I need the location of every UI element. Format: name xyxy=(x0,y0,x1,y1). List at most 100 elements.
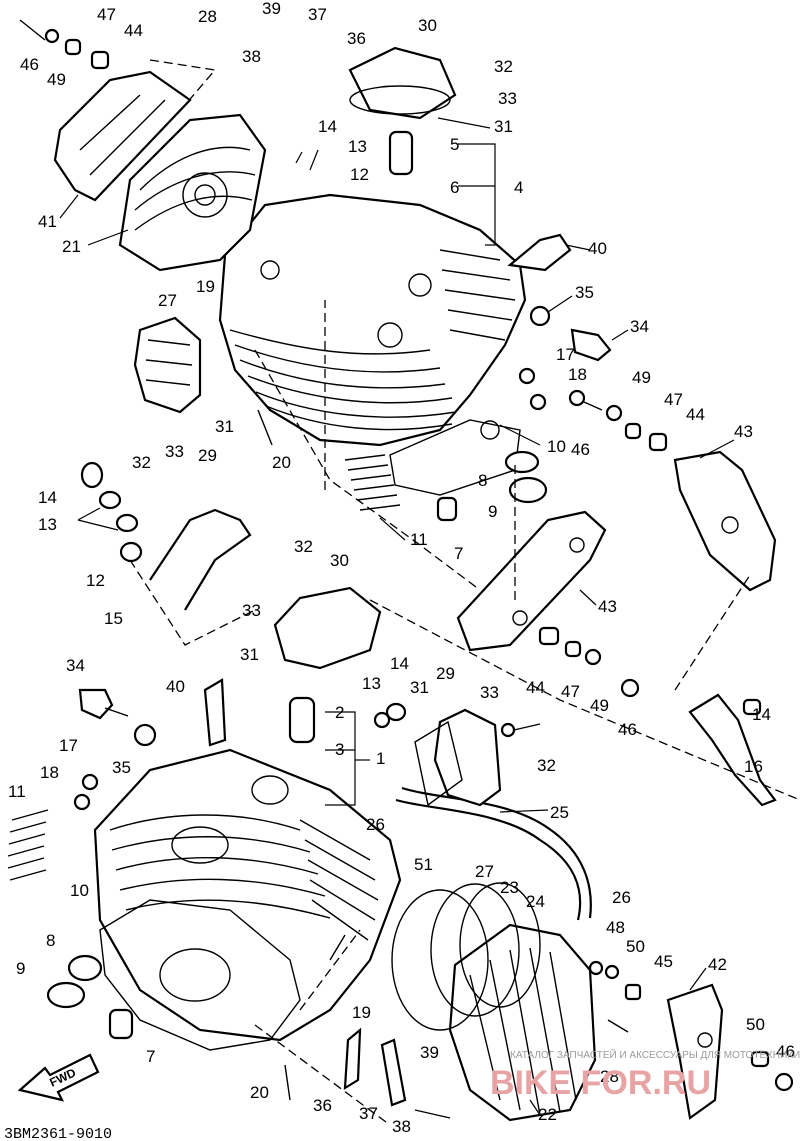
callout-29: 29 xyxy=(198,446,217,465)
callout-23: 23 xyxy=(500,878,519,897)
callout-48: 48 xyxy=(606,918,625,937)
callout-33: 33 xyxy=(480,683,499,702)
callout-12: 12 xyxy=(350,165,369,184)
callout-34: 34 xyxy=(66,656,85,675)
callout-43: 43 xyxy=(598,597,617,616)
callout-39: 39 xyxy=(420,1043,439,1062)
callout-9: 9 xyxy=(16,959,25,978)
callout-18: 18 xyxy=(40,763,59,782)
callout-47: 47 xyxy=(97,5,116,24)
callout-31: 31 xyxy=(410,678,429,697)
callout-46: 46 xyxy=(776,1042,795,1061)
callout-33: 33 xyxy=(165,442,184,461)
callout-7: 7 xyxy=(146,1047,155,1066)
callout-17: 17 xyxy=(59,736,78,755)
callout-15: 15 xyxy=(104,609,123,628)
callout-37: 37 xyxy=(359,1104,378,1123)
callout-10: 10 xyxy=(70,881,89,900)
callout-30: 30 xyxy=(418,16,437,35)
callout-11: 11 xyxy=(8,782,26,801)
watermark-small-text: КАТАЛОГ ЗАПЧАСТЕЙ И АКСЕССУАРЫ ДЛЯ МОТОТ… xyxy=(510,1048,800,1061)
callout-27: 27 xyxy=(158,291,177,310)
callout-43: 43 xyxy=(734,422,753,441)
callout-17: 17 xyxy=(556,345,575,364)
callout-3: 3 xyxy=(335,740,344,759)
callout-26: 26 xyxy=(612,888,631,907)
callout-5: 5 xyxy=(450,135,459,154)
callout-41: 41 xyxy=(38,212,57,231)
reference-lines xyxy=(129,59,800,1126)
callout-46: 46 xyxy=(20,55,39,74)
callout-1: 1 xyxy=(376,749,385,768)
callout-8: 8 xyxy=(478,471,487,490)
rear-cylinder-head-assembly xyxy=(19,19,777,652)
callout-50: 50 xyxy=(746,1015,765,1034)
callout-32: 32 xyxy=(494,57,513,76)
callout-14: 14 xyxy=(390,654,409,673)
callout-13: 13 xyxy=(348,137,367,156)
callout-40: 40 xyxy=(166,677,185,696)
front-cylinder-head-assembly: FWD xyxy=(7,586,794,1122)
watermark-large-text: BIKE FOR.RU xyxy=(490,1064,711,1102)
callout-47: 47 xyxy=(561,682,580,701)
callout-44: 44 xyxy=(124,21,143,40)
callout-37: 37 xyxy=(308,5,327,24)
callout-19: 19 xyxy=(352,1003,371,1022)
callout-31: 31 xyxy=(215,417,234,436)
callout-38: 38 xyxy=(392,1117,411,1136)
callout-46: 46 xyxy=(571,440,590,459)
callout-51: 51 xyxy=(414,855,433,874)
callout-13: 13 xyxy=(362,674,381,693)
watermark: КАТАЛОГ ЗАПЧАСТЕЙ И АКСЕССУАРЫ ДЛЯ МОТОТ… xyxy=(490,1048,800,1102)
diagram-code: 3BM2361-9010 xyxy=(4,1126,112,1141)
callout-45: 45 xyxy=(654,952,673,971)
callout-2: 2 xyxy=(335,703,344,722)
callout-30: 30 xyxy=(330,551,349,570)
callout-21: 21 xyxy=(62,237,81,256)
callout-32: 32 xyxy=(132,453,151,472)
callout-8: 8 xyxy=(46,931,55,950)
callout-31: 31 xyxy=(494,117,513,136)
callout-33: 33 xyxy=(498,89,517,108)
callout-16: 16 xyxy=(744,757,763,776)
callout-32: 32 xyxy=(537,756,556,775)
callout-20: 20 xyxy=(250,1083,269,1102)
callout-29: 29 xyxy=(436,664,455,683)
callout-35: 35 xyxy=(112,758,131,777)
callout-14: 14 xyxy=(38,488,57,507)
callout-14: 14 xyxy=(752,705,771,724)
callout-32: 32 xyxy=(294,537,313,556)
callout-33: 33 xyxy=(242,601,261,620)
callout-44: 44 xyxy=(526,678,545,697)
callout-38: 38 xyxy=(242,47,261,66)
leader-lines xyxy=(59,117,735,1116)
callout-26: 26 xyxy=(366,815,385,834)
callout-35: 35 xyxy=(575,283,594,302)
callout-44: 44 xyxy=(686,405,705,424)
callout-49: 49 xyxy=(590,696,609,715)
callout-4: 4 xyxy=(514,178,523,197)
callout-13: 13 xyxy=(38,515,57,534)
callout-49: 49 xyxy=(632,368,651,387)
callout-11: 11 xyxy=(410,530,428,549)
callout-46: 46 xyxy=(618,720,637,739)
callout-40: 40 xyxy=(588,239,607,258)
callout-14: 14 xyxy=(318,117,337,136)
callout-49: 49 xyxy=(47,70,66,89)
callout-12: 12 xyxy=(86,571,105,590)
callout-22: 22 xyxy=(538,1105,557,1124)
callout-42: 42 xyxy=(708,955,727,974)
callout-20: 20 xyxy=(272,453,291,472)
callout-18: 18 xyxy=(568,365,587,384)
callout-34: 34 xyxy=(630,317,649,336)
callout-6: 6 xyxy=(450,178,459,197)
callout-36: 36 xyxy=(313,1096,332,1115)
callout-9: 9 xyxy=(488,502,497,521)
callout-36: 36 xyxy=(347,29,366,48)
callout-28: 28 xyxy=(600,1067,619,1086)
callout-27: 27 xyxy=(475,862,494,881)
callout-47: 47 xyxy=(664,390,683,409)
callout-10: 10 xyxy=(547,437,566,456)
